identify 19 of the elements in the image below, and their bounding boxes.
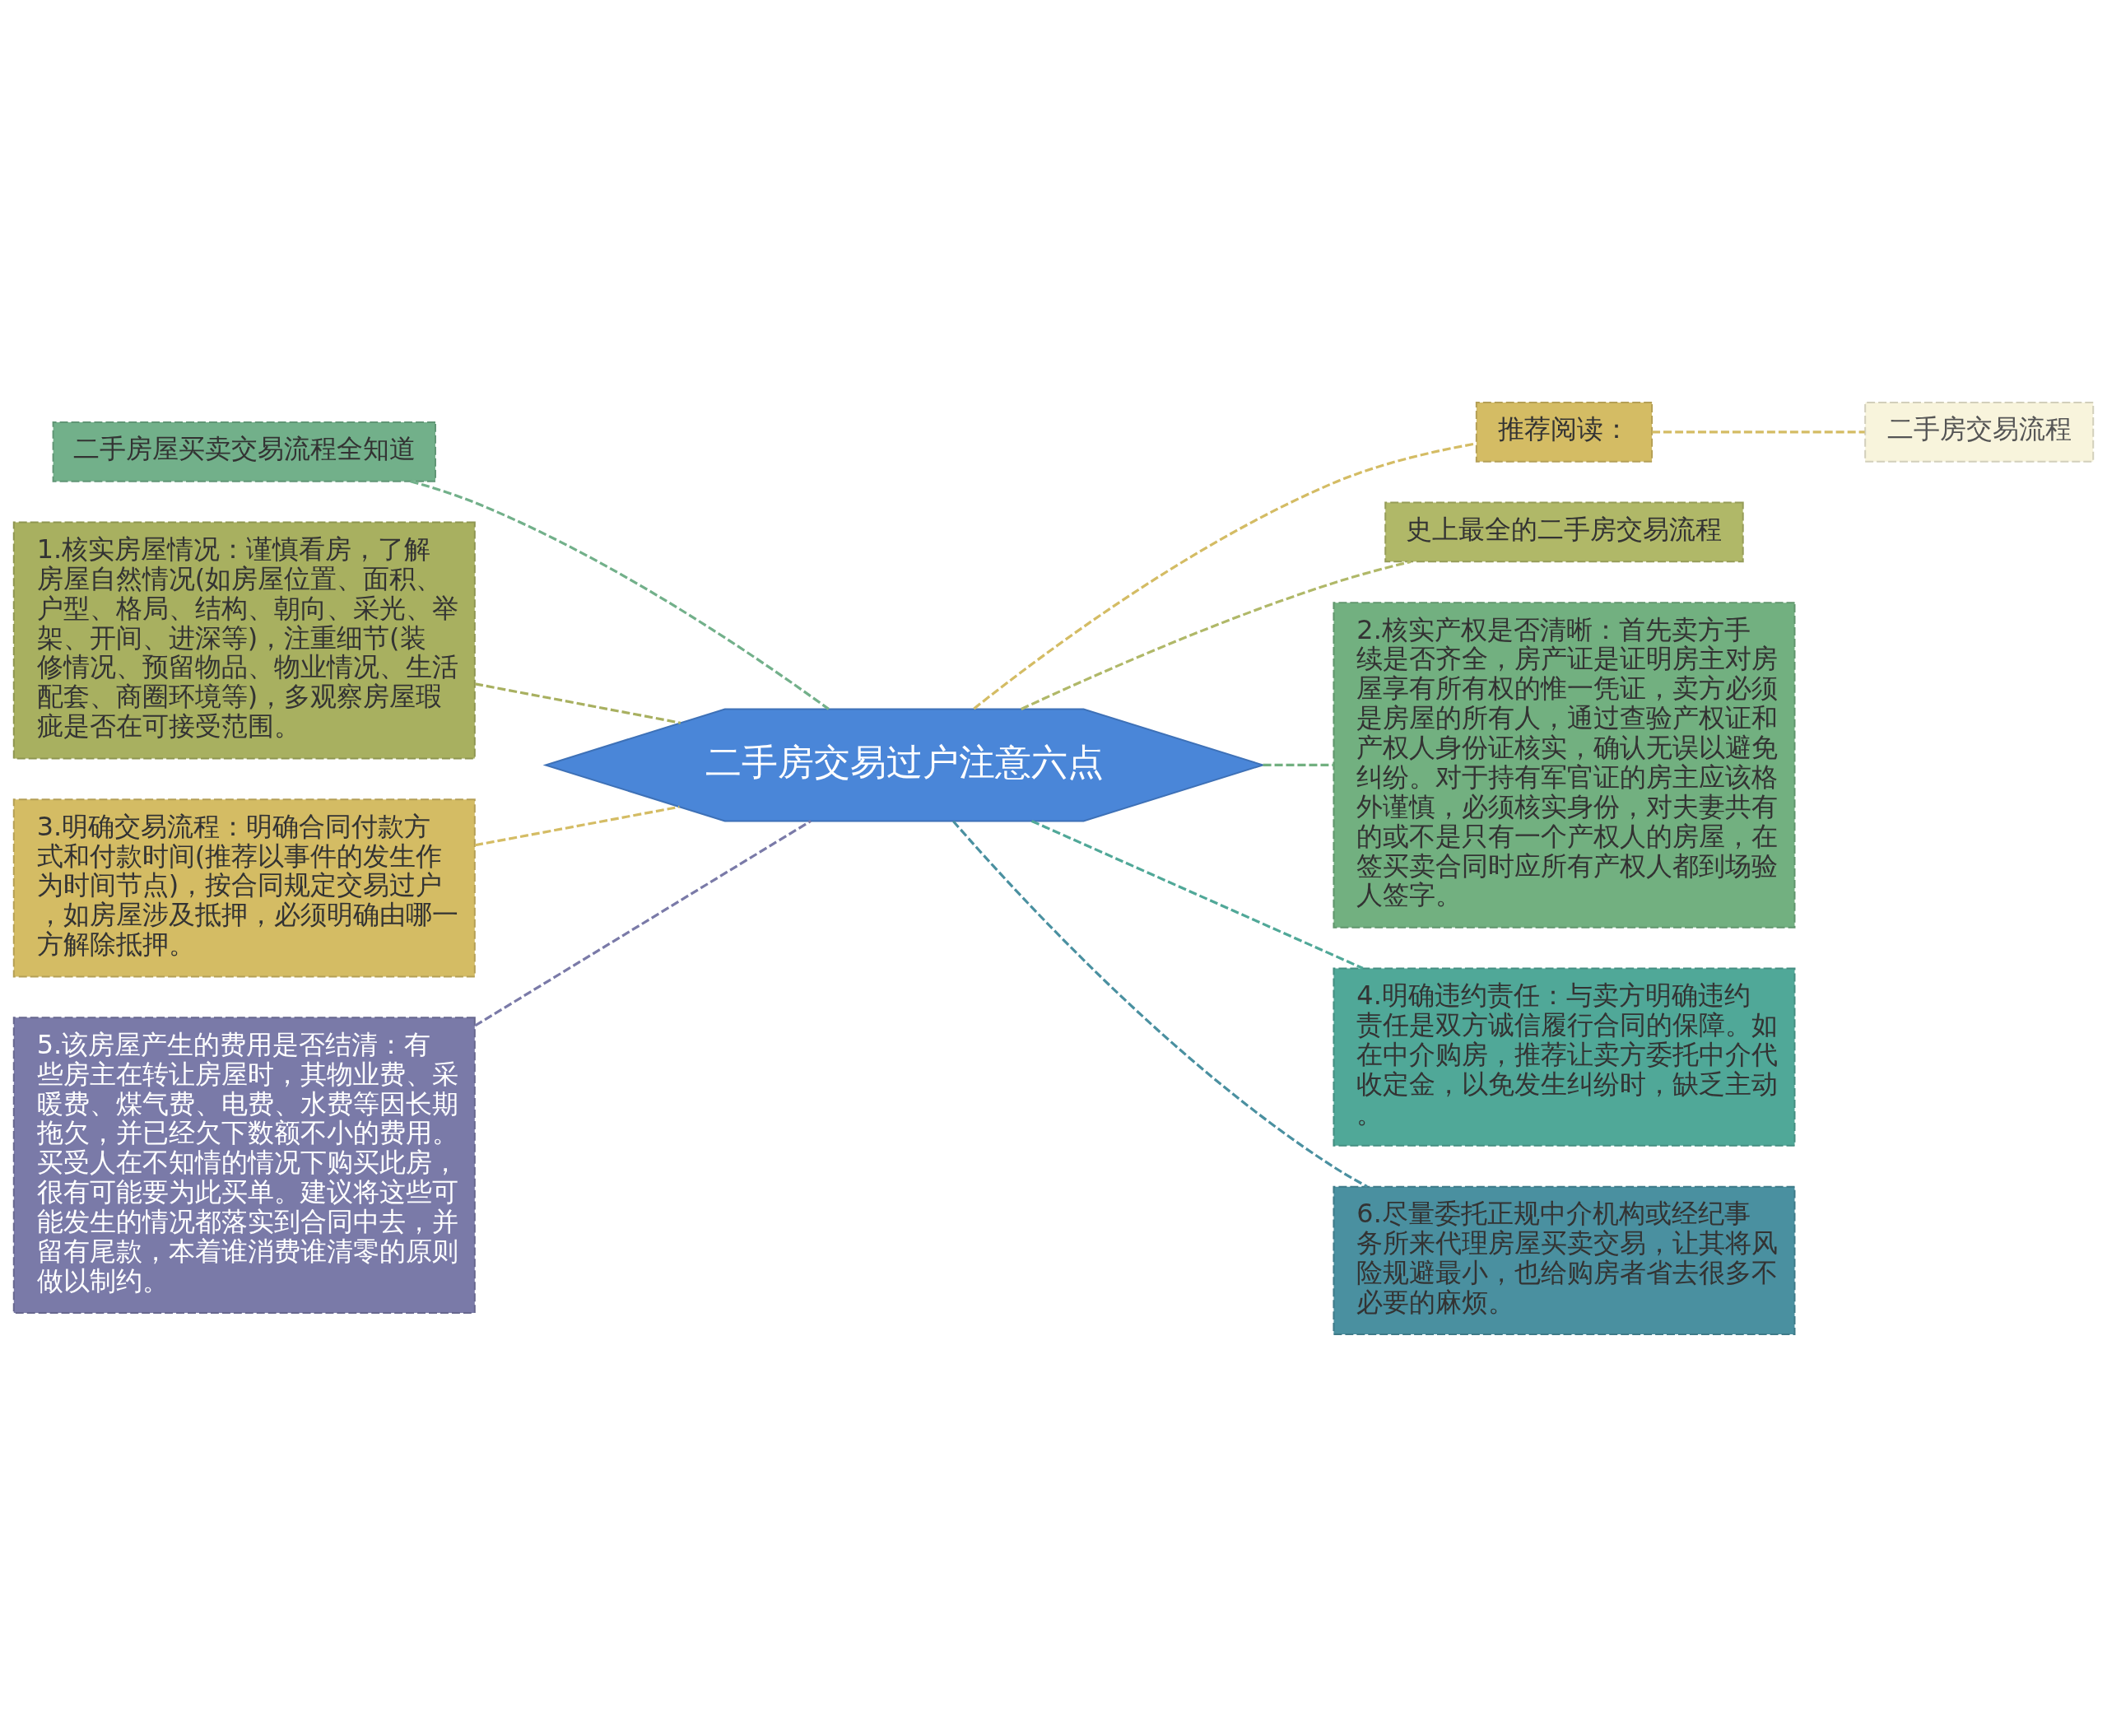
connector — [952, 820, 1368, 1188]
connector — [1263, 763, 1334, 766]
connector — [474, 819, 812, 1026]
node-box: 推荐阅读： — [1475, 401, 1654, 463]
node-box: 6.尽量委托正规中介机构或经纪事务所来代理房屋买卖交易，让其将风险规避最小，也给购房者省去很多不必要的麻烦。 — [1333, 1185, 1796, 1335]
node-box: 二手房交易流程 — [1864, 401, 2095, 463]
connector — [410, 479, 830, 710]
node-box: 2.核实产权是否清晰：首先卖方手续是否齐全，房产证是证明房主对房屋享有所有权的惟一凭证，卖方必须是房屋的所有人，通过查验产权证和产权人身份证核实，确认无误以避免纠纷。对于持有军官证的房主应该格外谨慎，必须核实身份，对夫妻共有的或不是只有一个产权人的房屋，在签买卖合同时应所有产权人都到场验人签字。 — [1333, 601, 1796, 929]
connector — [474, 682, 681, 724]
node-box: 4.明确违约责任：与卖方明确违约责任是双方诚信履行合同的保障。如在中介购房，推荐让卖方委托中介代收定金，以免发生纠纷时，缺乏主动。 — [1333, 967, 1796, 1147]
connector — [1021, 560, 1412, 710]
connector — [1652, 430, 1865, 433]
connector — [474, 805, 680, 846]
node-box: 3.明确交易流程：明确合同付款方式和付款时间(推荐以事件的发生作为时间节点)，按合同规定交易过户，如房屋涉及抵押，必须明确由哪一方解除抵押。 — [12, 798, 476, 978]
node-box: 5.该房屋产生的费用是否结清：有些房主在转让房屋时，其物业费、采暖费、煤气费、电费、水费等因长期拖欠，并已经欠下数额不小的费用。买受人在不知情的情况下购买此房，很有可能要为此买单。建议将这些可能发生的情况都落实到合同中去，并留有尾款，本着谁消费谁清零的原则做以制约。 — [12, 1016, 476, 1314]
node-box: 1.核实房屋情况：谨慎看房，了解房屋自然情况(如房屋位置、面积、户型、格局、结构、朝向、采光、举架、开间、进深等)，注重细节(装修情况、预留物品、物业情况、生活配套、商圈环境等)，多观察房屋瑕疵是否在可接受范围。 — [12, 520, 476, 759]
connector — [1030, 819, 1364, 970]
node-box: 史上最全的二手房交易流程 — [1384, 501, 1744, 562]
node-box: 二手房屋买卖交易流程全知道 — [52, 421, 436, 482]
